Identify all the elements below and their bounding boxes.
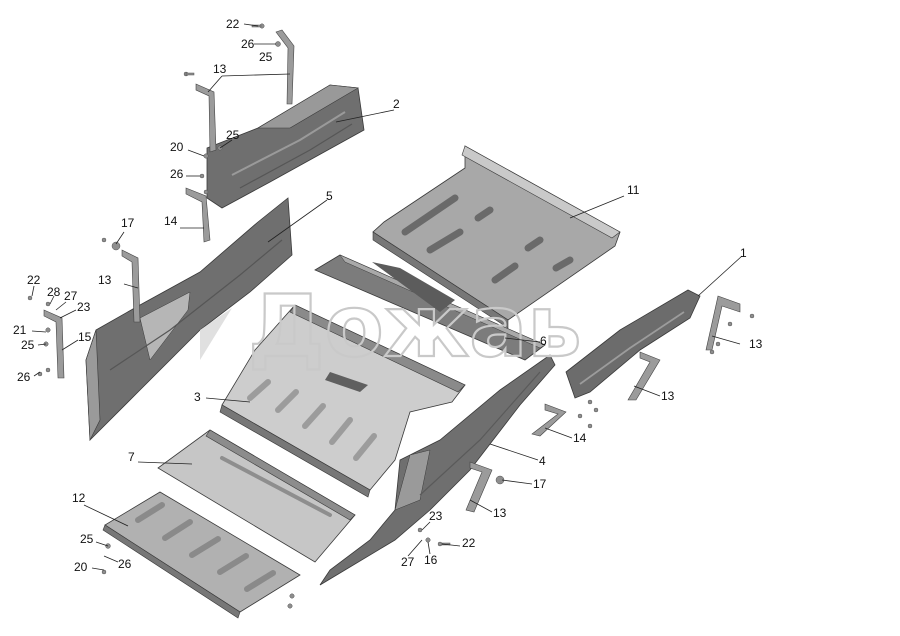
- bracket-right-13-upper: [705, 295, 741, 351]
- callout-label: 5: [326, 189, 333, 203]
- bracket-left-15: [43, 309, 65, 379]
- callout-label: 14: [164, 214, 178, 228]
- watermark-text: Дожаь: [248, 277, 582, 377]
- callout-label: 23: [429, 509, 443, 523]
- callout-label: 16: [424, 553, 438, 567]
- callout-label: 26: [17, 370, 31, 384]
- leader-lines: [31, 23, 743, 571]
- callout-label: 15: [78, 330, 92, 344]
- callout-label: 23: [77, 300, 91, 314]
- callout-label: 26: [170, 167, 184, 181]
- part-4-side-panel: [319, 354, 556, 586]
- callout-label: 20: [74, 560, 88, 574]
- part-2-side-panel: [206, 84, 365, 209]
- callout-label: 13: [213, 62, 227, 76]
- bracket-right-13-lower: [627, 351, 661, 401]
- callout-label: 12: [72, 491, 86, 505]
- part-12-floor-panel: [102, 491, 301, 619]
- callout-label: 26: [118, 557, 132, 571]
- callout-label: 27: [64, 289, 78, 303]
- callout-label: 25: [21, 338, 35, 352]
- bracket-upper-left: [195, 83, 217, 153]
- hardware: [27, 23, 755, 609]
- callout-label: 22: [462, 536, 476, 550]
- callout-label: 25: [259, 50, 273, 64]
- bracket-upper-right: [275, 29, 295, 105]
- callout-label: 2: [393, 97, 400, 111]
- callout-label: 14: [573, 431, 587, 445]
- callout-label: 21: [13, 323, 27, 337]
- callout-label: 11: [627, 183, 640, 197]
- part-5-side-panel: [85, 197, 293, 442]
- callout-label: 26: [241, 37, 255, 51]
- bracket-left-13: [121, 249, 141, 323]
- callout-label: 20: [170, 140, 184, 154]
- callout-label: 4: [539, 454, 546, 468]
- bracket-left-14: [185, 187, 211, 243]
- callout-label: 25: [226, 128, 240, 142]
- callout-label: 22: [27, 273, 41, 287]
- part-7-floor-panel: [157, 429, 356, 563]
- part-1-side-panel: [565, 289, 701, 399]
- part-11-floor-panel: [372, 145, 621, 329]
- callout-label: 13: [493, 506, 507, 520]
- bracket-right-14: [531, 403, 567, 437]
- callout-label: 6: [540, 334, 547, 348]
- callout-label: 25: [80, 532, 94, 546]
- callout-label: 1: [740, 246, 747, 260]
- callout-label: 13: [98, 273, 112, 287]
- callout-label: 3: [194, 390, 201, 404]
- callout-label: 13: [749, 337, 763, 351]
- callout-label: 22: [226, 17, 240, 31]
- bracket-lower-13: [465, 461, 493, 513]
- callout-label: 17: [533, 477, 547, 491]
- callout-label: 13: [661, 389, 675, 403]
- callout-labels: 22 26 25 13 2 20 25 26 14 17 11 5 1 22 2…: [13, 17, 763, 574]
- callout-label: 17: [121, 216, 135, 230]
- part-3-floor-panel: [219, 304, 466, 498]
- callout-label: 28: [47, 285, 61, 299]
- part-6-tunnel: [314, 254, 546, 361]
- callout-label: 27: [401, 555, 415, 569]
- callout-label: 7: [128, 450, 135, 464]
